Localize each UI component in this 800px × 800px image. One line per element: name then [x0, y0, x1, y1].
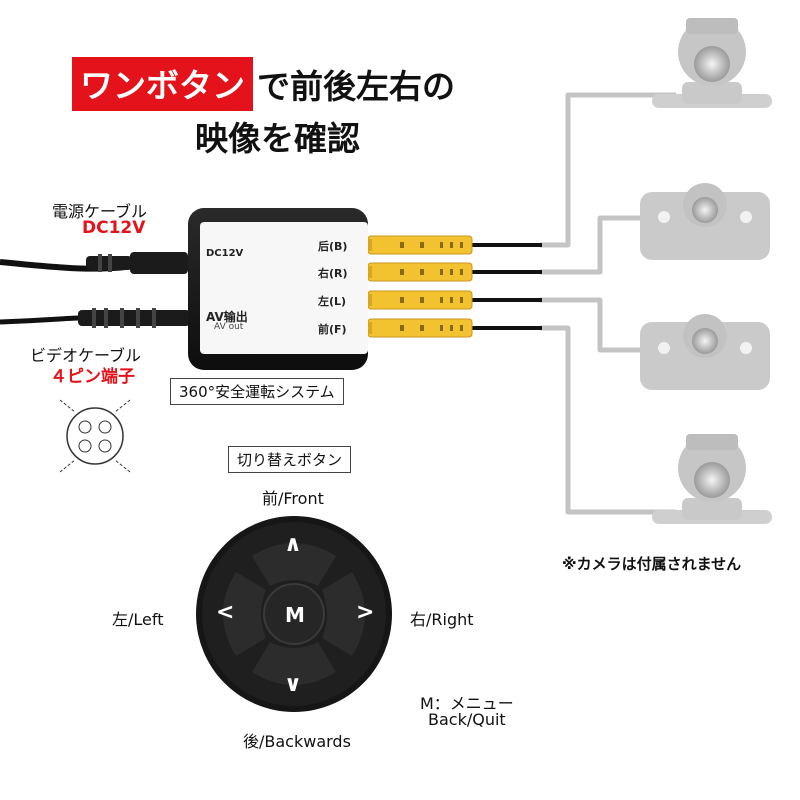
- remote-up-button: ∧: [284, 532, 302, 557]
- control-box: [188, 208, 368, 370]
- camera-left-icon: [640, 314, 770, 390]
- power-cable-voltage: DC12V: [82, 218, 146, 238]
- remote-right-button: >: [356, 600, 375, 625]
- direction-front: 前/Front: [262, 489, 324, 508]
- power-cable-label: 電源ケーブル: [52, 202, 148, 221]
- video-cable-pins: ４ピン端子: [50, 367, 135, 387]
- camera-right-icon: [640, 183, 770, 260]
- switch-caption: 切り替えボタン: [228, 446, 352, 473]
- camera-front-icon: [652, 434, 772, 524]
- video-cable-label: ビデオケーブル: [30, 346, 142, 365]
- rca-connector-r: [362, 262, 473, 282]
- rca-connector-l: [362, 290, 473, 310]
- port-label-back: 后(B): [318, 240, 348, 253]
- remote-menu-button: M: [285, 603, 305, 627]
- port-label-left: 左(L): [318, 295, 347, 308]
- title-highlight: ワンボタン: [72, 57, 253, 111]
- rca-connectors: [362, 235, 473, 338]
- direction-right: 右/Right: [410, 610, 474, 629]
- power-cable: [0, 252, 188, 274]
- output-cables: [470, 243, 542, 330]
- port-label-front: 前(F): [318, 323, 347, 336]
- port-label-right: 右(R): [318, 267, 348, 280]
- system-caption: 360°安全運転システム: [170, 378, 344, 405]
- title-line2: 映像を確認: [195, 119, 360, 158]
- direction-back: 後/Backwards: [243, 732, 351, 751]
- remote-left-button: <: [216, 600, 235, 625]
- rca-connector-f: [362, 318, 473, 338]
- page-title: ワンボタン で前後左右の: [72, 57, 455, 111]
- camera-leader-lines: [540, 92, 676, 515]
- video-cable: [0, 308, 190, 328]
- title-line1-text: で前後左右の: [257, 67, 455, 106]
- box-av-label: AV输出: [206, 310, 248, 324]
- direction-left: 左/Left: [112, 610, 164, 629]
- box-av-sub: AV out: [214, 322, 244, 332]
- remote-control: [196, 516, 392, 712]
- camera-back-icon: [652, 18, 772, 108]
- remote-down-button: ∨: [284, 672, 302, 697]
- four-pin-connector-icon: [59, 399, 131, 473]
- box-dc-label: DC12V: [206, 248, 244, 259]
- camera-not-included-note: ※カメラは付属されません: [562, 555, 742, 573]
- menu-note-line1: M：メニュー: [420, 694, 514, 713]
- menu-note-line2: Back/Quit: [428, 710, 506, 729]
- rca-connector-b: [362, 235, 473, 255]
